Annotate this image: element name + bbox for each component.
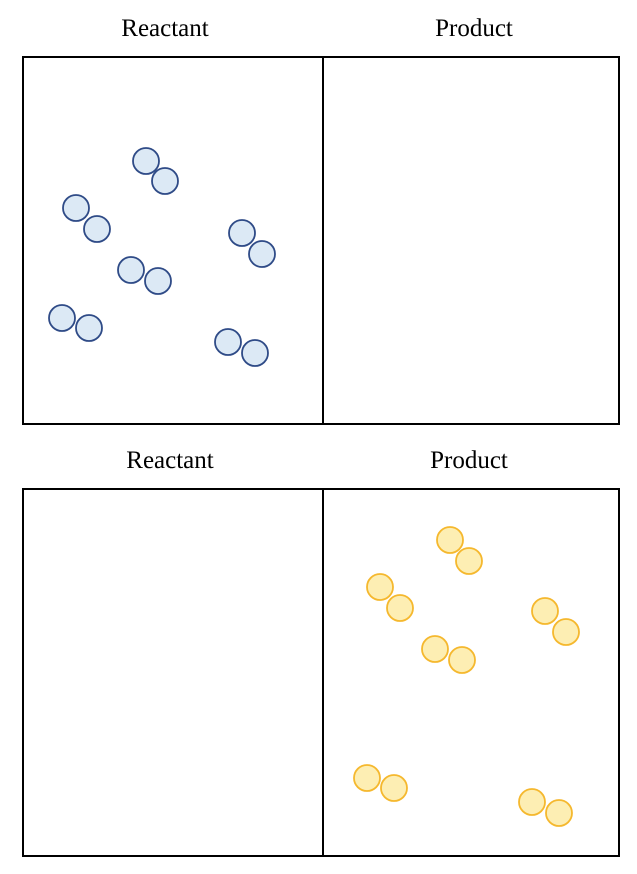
bottom-reactant-label: Reactant: [126, 447, 214, 474]
bottom-panel-divider: [322, 490, 324, 855]
top-panel-divider: [322, 58, 324, 423]
top-reactant-label: Reactant: [121, 15, 209, 42]
top-product-label: Product: [435, 15, 513, 42]
top-reaction-panel: [22, 56, 620, 425]
bottom-reaction-panel: [22, 488, 620, 857]
bottom-product-label: Product: [430, 447, 508, 474]
